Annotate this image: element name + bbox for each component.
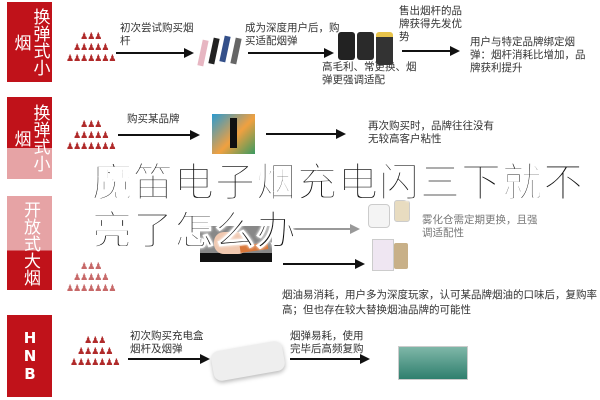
crowd-pyramid-icon: ♟♟♟♟♟♟♟♟♟♟♟♟♟♟♟ <box>66 262 116 294</box>
step-text: 初次尝试购买烟杆 <box>120 22 194 47</box>
step-text: 售出烟杆的品牌获得先发优势 <box>399 5 462 43</box>
step-text: 高毛利、常更换、烟弹更强调适配 <box>322 61 417 86</box>
arrow <box>248 48 334 58</box>
crowd-pyramid-icon: ♟♟♟♟♟♟♟♟♟♟♟♟♟♟♟ <box>70 336 120 368</box>
row-label-open-large: 开放式大烟 <box>7 196 52 290</box>
step-text: 购买某品牌 <box>127 113 180 125</box>
arrow <box>290 354 370 364</box>
pen-devices-image <box>197 35 244 67</box>
crowd-pyramid-icon: ♟♟♟♟♟♟♟♟♟♟♟♟♟♟♟ <box>66 32 116 64</box>
step-text: 烟弹易耗，使用完毕后高频复购 <box>290 330 364 355</box>
step-text: 烟油易消耗，用户多为深度玩家，认可某品牌烟油的口味后，复购率高；但也存在较大替换… <box>282 289 597 316</box>
overlay-title-line-2: 亮了怎么办 <box>92 208 297 255</box>
arrow <box>116 48 194 58</box>
arrow <box>128 354 210 364</box>
arrow <box>266 129 346 139</box>
brand-product-image <box>212 114 255 154</box>
hand-device-image <box>200 226 272 262</box>
step-text: 雾化仓需定期更换，且强调适配性 <box>422 214 538 239</box>
row-label-hnb: HNB <box>7 315 52 397</box>
row-label-refill-small-2: 换弹式小烟 <box>7 97 52 179</box>
arrow <box>118 130 200 140</box>
e-liquid-bottle-image <box>372 237 414 271</box>
heatstick-box-image <box>398 346 468 380</box>
hnb-device-image <box>209 339 287 383</box>
step-text: 初次购买充电盒烟杆及烟弹 <box>130 330 204 355</box>
overlay-title-line-1: 魔笛电子烟充电闪三下就不 <box>92 160 584 207</box>
pods-image <box>338 32 396 65</box>
step-text: 用户与特定品牌绑定烟弹：烟杆消耗比增加，品牌获利提升 <box>470 36 586 74</box>
arrow <box>402 46 460 56</box>
crowd-pyramid-icon: ♟♟♟♟♟♟♟♟♟♟♟♟♟♟♟ <box>66 120 116 152</box>
step-text: 成为深度用户后，购买适配烟弹 <box>245 22 340 47</box>
step-text: 再次购买时，品牌往往没有无较高客户粘性 <box>368 120 494 145</box>
arrow <box>282 224 360 234</box>
row-label-refill-small: 换弹式小烟 <box>7 2 52 82</box>
arrow <box>283 259 365 269</box>
atomizer-tank-image <box>366 198 416 228</box>
